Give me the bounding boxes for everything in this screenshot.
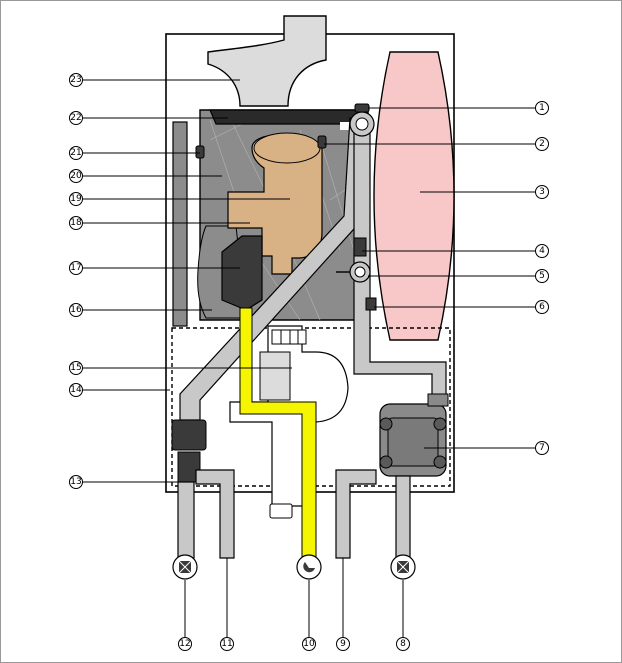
callout-22: 22 [69,111,83,125]
flue-duct [207,15,327,107]
callout-3: 3 [535,185,549,199]
svg-text:23: 23 [70,75,81,85]
svg-text:16: 16 [70,305,82,315]
callout-23: 23 [69,73,83,87]
callout-5: 5 [535,269,549,283]
exchanger-core [259,351,291,401]
svg-text:15: 15 [70,363,81,373]
callout-4: 4 [535,244,549,258]
svg-text:8: 8 [400,639,406,649]
callout-15: 15 [69,361,83,375]
callout-7: 7 [535,441,549,455]
burner-assembly [227,132,323,275]
svg-text:12: 12 [179,639,190,649]
callout-13: 13 [69,475,83,489]
leader-lines [82,79,536,637]
callout-16: 16 [69,303,83,317]
exchanger-cap [271,329,307,345]
svg-text:18: 18 [70,218,82,228]
expansion-vessel [373,51,455,341]
callout-19: 19 [69,192,83,206]
air-vent-cap [354,103,370,113]
callout-2: 2 [535,137,549,151]
svg-text:22: 22 [70,113,81,123]
pipe-12 [177,481,195,559]
callout-1: 1 [535,101,549,115]
exchanger-tail [269,503,293,519]
svg-text:10: 10 [303,639,315,649]
callout-20: 20 [69,169,83,183]
callout-12: 12 [178,637,192,651]
svg-text:7: 7 [539,443,545,453]
chamber-slot [340,122,356,130]
valve-12 [172,554,198,580]
callout-8: 8 [396,637,410,651]
svg-text:11: 11 [221,639,232,649]
pump [379,403,447,477]
callout-11: 11 [220,637,234,651]
fitting-13 [171,419,207,451]
svg-text:5: 5 [539,271,545,281]
fan-collector [209,109,369,125]
callout-10: 10 [302,637,316,651]
sensor-2 [317,135,327,149]
svg-text:9: 9 [340,639,346,649]
valve-10 [296,554,322,580]
sensor-21 [195,145,205,159]
svg-text:14: 14 [70,385,82,395]
pipe-9 [335,469,377,559]
svg-text:1: 1 [539,103,545,113]
svg-text:20: 20 [70,171,82,181]
svg-text:4: 4 [539,246,545,256]
svg-text:13: 13 [70,477,81,487]
valve-8 [390,554,416,580]
callout-6: 6 [535,300,549,314]
svg-text:21: 21 [70,148,81,158]
svg-text:2: 2 [539,139,545,149]
sensor-6 [365,297,377,311]
callout-17: 17 [69,261,83,275]
sensor-4 [353,237,367,257]
gas-valve [221,235,263,311]
pump-connector [427,393,449,407]
svg-text:19: 19 [70,194,82,204]
callout-18: 18 [69,216,83,230]
callout-21: 21 [69,146,83,160]
callout-9: 9 [336,637,350,651]
svg-text:17: 17 [70,263,81,273]
pipe-11 [195,469,235,559]
pipe-8 [395,475,411,559]
air-duct-left [172,121,188,327]
callout-14: 14 [69,383,83,397]
svg-text:6: 6 [539,302,545,312]
svg-text:3: 3 [539,187,545,197]
